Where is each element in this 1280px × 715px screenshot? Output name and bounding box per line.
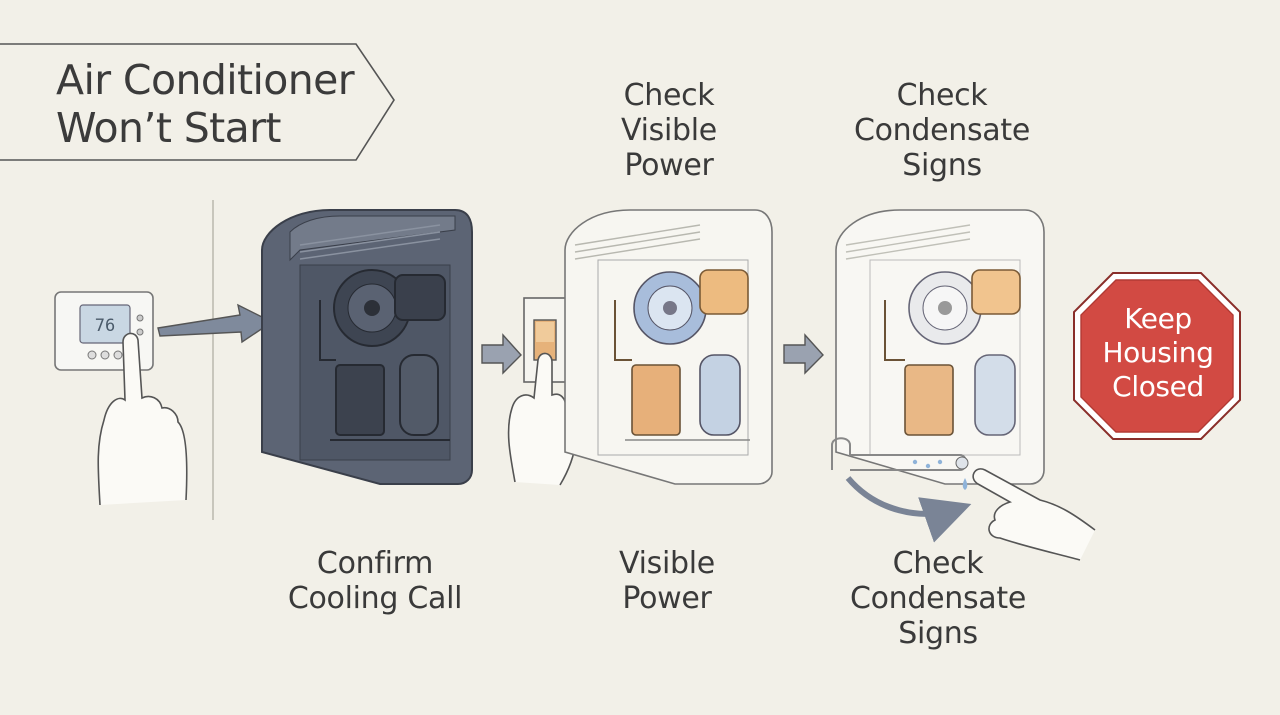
label-check-visible-power-top: Check Visible Power (621, 78, 717, 183)
curved-arrow-icon (845, 476, 972, 543)
page-title: Air Conditioner Won’t Start (56, 56, 355, 152)
ac-unit-condensate (831, 209, 1045, 490)
pointing-hand-icon (97, 332, 188, 506)
arrow-to-unit-icon (157, 303, 274, 344)
step-arrow-2-icon (783, 333, 824, 375)
label-visible-power-bottom: Visible Power (619, 546, 715, 616)
title-line-1: Air Conditioner (56, 56, 355, 104)
stop-sign-text: Keep Housing Closed (1102, 302, 1214, 403)
title-banner (0, 43, 395, 161)
condensate-hand-icon (972, 468, 1096, 561)
stop-sign-face (1080, 279, 1234, 433)
label-confirm-cooling-call: Confirm Cooling Call (287, 546, 463, 616)
label-check-condensate-bottom: Check Condensate Signs (849, 546, 1027, 651)
ac-unit-dark (261, 209, 473, 485)
ac-unit-power (564, 209, 773, 485)
svg-text:76: 76 (95, 316, 115, 336)
label-check-condensate-top: Check Condensate Signs (853, 78, 1031, 183)
title-line-2: Won’t Start (56, 104, 282, 152)
step-arrow-1-icon (481, 333, 522, 375)
